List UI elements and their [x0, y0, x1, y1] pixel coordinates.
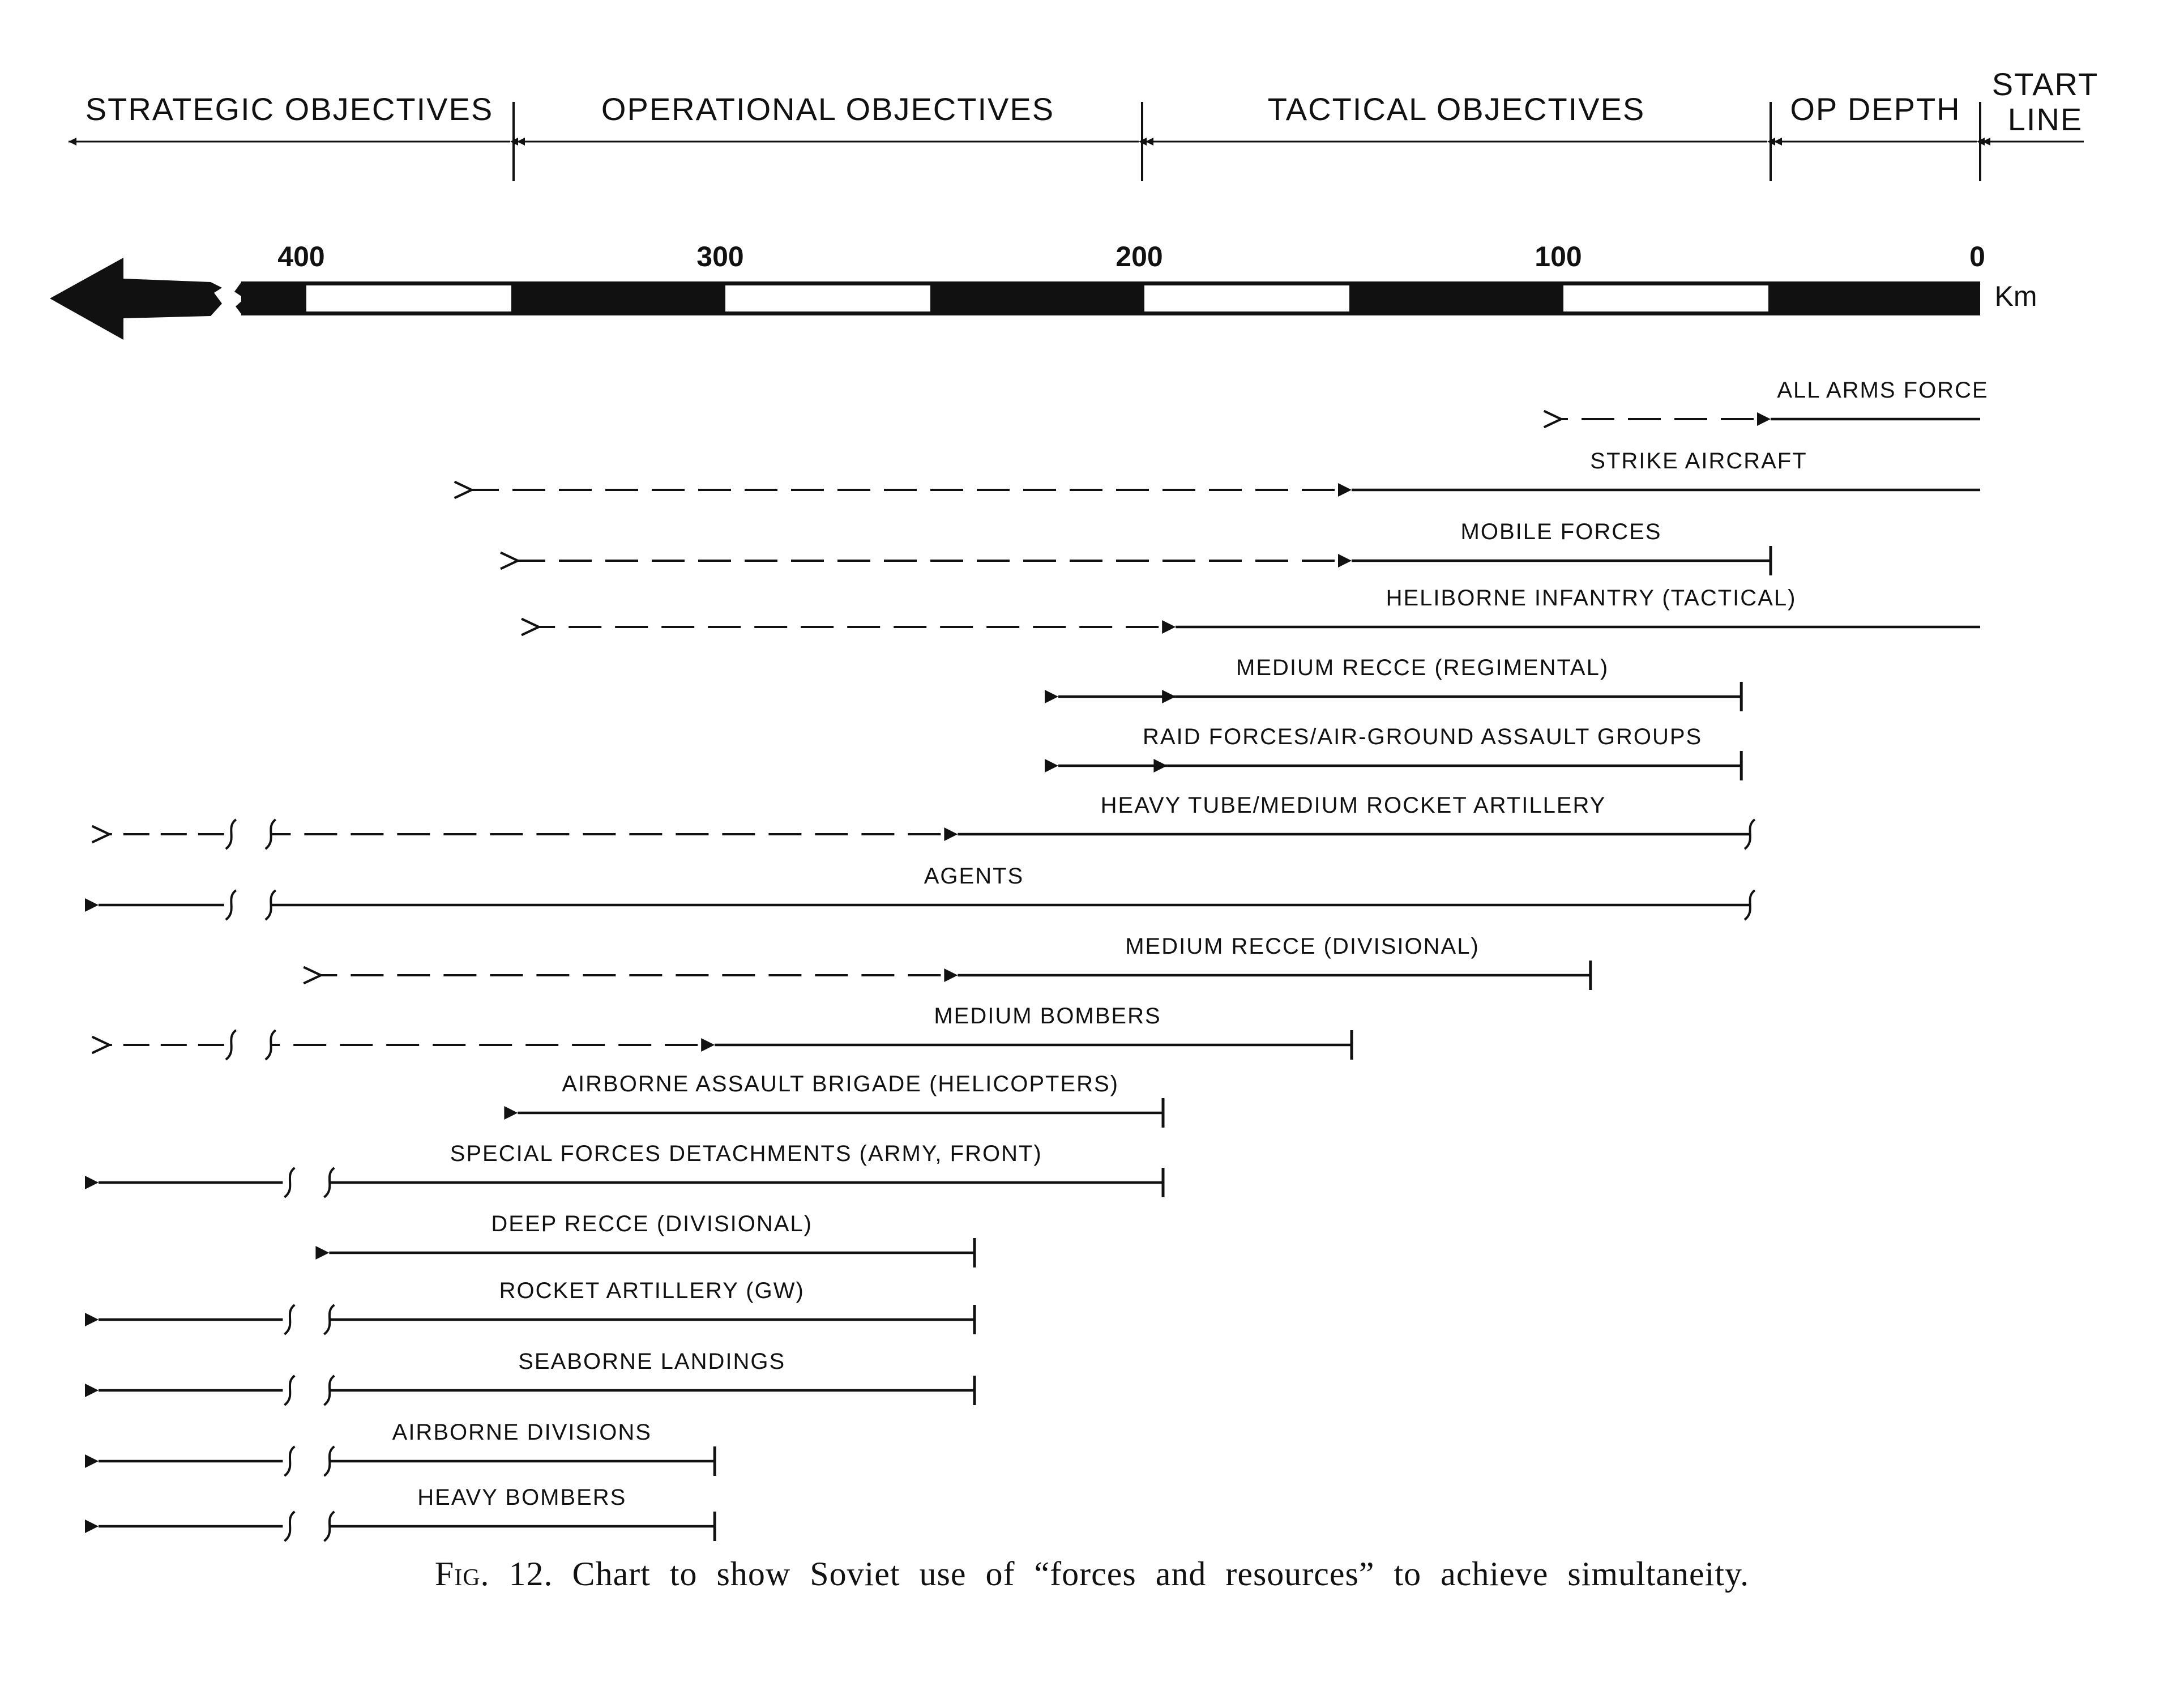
scale-segment-white: [725, 285, 930, 311]
scale-tick-200: 200: [1115, 241, 1162, 272]
row-break-outer: [284, 1510, 296, 1542]
row-label: DEEP RECCE (DIVISIONAL): [491, 1211, 813, 1236]
row-label: MOBILE FORCES: [1461, 519, 1662, 544]
caption-text: Chart to show Soviet use of “forces and …: [572, 1555, 1750, 1593]
header-operational-label: OPERATIONAL OBJECTIVES: [601, 91, 1054, 127]
row-label: AGENTS: [924, 864, 1024, 889]
row-start-cap: [1743, 889, 1756, 921]
left-arrow-icon: [50, 258, 222, 340]
force-row: MEDIUM RECCE (REGIMENTAL): [1045, 655, 1743, 711]
header-strategic-label: STRATEGIC OBJECTIVES: [86, 91, 493, 127]
distance-scale: 400 300 200 100 0Km: [50, 241, 2037, 340]
row-label: MEDIUM RECCE (REGIMENTAL): [1236, 655, 1609, 680]
row-label: AIRBORNE ASSAULT BRIGADE (HELICOPTERS): [562, 1072, 1119, 1096]
row-label: SPECIAL FORCES DETACHMENTS (ARMY, FRONT): [450, 1141, 1042, 1166]
row-break-outer: [284, 1445, 296, 1477]
row-break-inner: [323, 1510, 335, 1542]
scale-tick-100: 100: [1535, 241, 1582, 272]
row-break-inner: [264, 818, 277, 850]
row-break-outer: [225, 818, 237, 850]
row-break-inner: [323, 1375, 335, 1406]
row-label: SEABORNE LANDINGS: [518, 1349, 785, 1374]
header-op-depth-label: OP DEPTH: [1790, 91, 1960, 127]
objective-headers: STRATEGIC OBJECTIVES OPERATIONAL OBJECTIV…: [69, 66, 2098, 181]
row-label: HEAVY TUBE/MEDIUM ROCKET ARTILLERY: [1101, 793, 1606, 818]
header-tactical-label: TACTICAL OBJECTIVES: [1268, 91, 1646, 127]
row-start-cap: [1743, 818, 1756, 850]
scale-segment-white: [1563, 285, 1768, 311]
force-row: MEDIUM RECCE (DIVISIONAL): [321, 934, 1592, 990]
force-row: SEABORNE LANDINGS: [85, 1349, 976, 1406]
row-break-inner: [264, 1029, 277, 1061]
row-label: ROCKET ARTILLERY (GW): [499, 1278, 805, 1303]
scale-unit-label: Km: [1995, 280, 2037, 312]
row-label: MEDIUM BOMBERS: [934, 1004, 1161, 1028]
row-break-outer: [284, 1167, 296, 1198]
row-break-inner: [323, 1167, 335, 1198]
force-row: AIRBORNE DIVISIONS: [85, 1420, 716, 1477]
row-label: AIRBORNE DIVISIONS: [392, 1420, 652, 1445]
scale-segment-white: [1144, 285, 1349, 311]
start-line-label-1: START: [1992, 66, 2098, 102]
row-break-outer: [225, 889, 237, 921]
row-break-outer: [284, 1304, 296, 1335]
row-label: MEDIUM RECCE (DIVISIONAL): [1125, 934, 1480, 959]
row-label: HEAVY BOMBERS: [417, 1485, 626, 1510]
force-rows: ALL ARMS FORCE STRIKE AIRCRAFT MOBILE FORC…: [85, 378, 1988, 1542]
figure-caption: Fig. 12. Chart to show Soviet use of “fo…: [0, 1555, 2184, 1594]
force-row: ROCKET ARTILLERY (GW): [85, 1278, 976, 1335]
caption-prefix: Fig. 12.: [434, 1555, 553, 1593]
row-label: RAID FORCES/AIR-GROUND ASSAULT GROUPS: [1143, 724, 1702, 749]
row-break-inner: [323, 1304, 335, 1335]
row-label: HELIBORNE INFANTRY (TACTICAL): [1386, 586, 1797, 611]
force-row: MOBILE FORCES: [518, 519, 1772, 575]
row-break-inner: [323, 1445, 335, 1477]
force-row: HEAVY TUBE/MEDIUM ROCKET ARTILLERY: [109, 793, 1756, 850]
force-row: AIRBORNE ASSAULT BRIGADE (HELICOPTERS): [504, 1072, 1165, 1128]
row-break-outer: [284, 1375, 296, 1406]
force-row: ALL ARMS FORCE: [1561, 378, 1988, 419]
force-row: STRIKE AIRCRAFT: [472, 449, 1980, 490]
force-row: RAID FORCES/AIR-GROUND ASSAULT GROUPS: [1045, 724, 1743, 780]
scale-tick-400: 400: [277, 241, 324, 272]
row-label: ALL ARMS FORCE: [1777, 378, 1988, 403]
force-row: HELIBORNE INFANTRY (TACTICAL): [538, 586, 1980, 627]
row-break-inner: [264, 889, 277, 921]
scale-segment-white: [306, 285, 511, 311]
force-row: DEEP RECCE (DIVISIONAL): [315, 1211, 976, 1267]
force-row: MEDIUM BOMBERS: [109, 1004, 1353, 1061]
scale-tick-300: 300: [696, 241, 743, 272]
force-row: HEAVY BOMBERS: [85, 1485, 716, 1542]
force-row: AGENTS: [85, 864, 1756, 921]
force-row: SPECIAL FORCES DETACHMENTS (ARMY, FRONT): [85, 1141, 1165, 1198]
scale-torn-end: [234, 281, 245, 315]
row-break-outer: [225, 1029, 237, 1061]
scale-tick-0: 0: [1969, 241, 1985, 272]
row-label: STRIKE AIRCRAFT: [1590, 449, 1807, 473]
start-line-label-2: LINE: [2008, 101, 2083, 137]
